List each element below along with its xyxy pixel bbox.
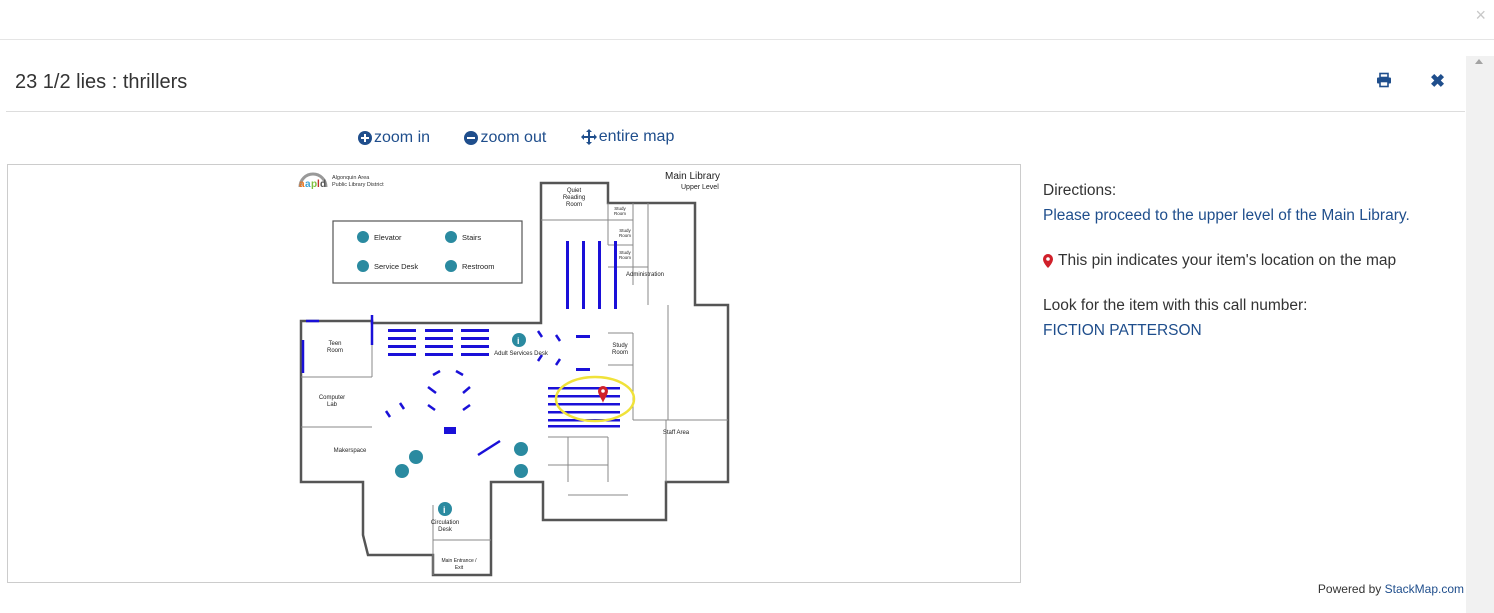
scrollbar[interactable] [1466, 56, 1494, 613]
powered-by-label: Powered by [1317, 582, 1382, 596]
print-icon[interactable] [1376, 72, 1392, 93]
close-icon[interactable]: ✖ [1430, 71, 1446, 91]
svg-text:Room: Room [619, 255, 631, 260]
svg-text:Lab: Lab [327, 402, 338, 408]
zoom-in-button[interactable]: zoom in [358, 129, 430, 147]
restroom-icon [514, 442, 528, 456]
map-legend: Elevator Stairs Service Desk Restroom [332, 220, 523, 284]
call-number-label: Look for the item with this call number: [1043, 297, 1308, 314]
svg-text:Room: Room [566, 202, 582, 208]
pin-note: This pin indicates your item's location … [1043, 248, 1463, 273]
zoom-out-label: zoom out [480, 129, 547, 146]
svg-text:Teen: Teen [328, 341, 341, 347]
svg-text:Desk: Desk [438, 527, 453, 533]
legend-service-desk: Service Desk [374, 262, 418, 271]
call-number-value: FICTION PATTERSON [1043, 322, 1202, 339]
restroom-icon [514, 464, 528, 478]
svg-text:Reading: Reading [563, 195, 585, 201]
service-desk-icon [512, 333, 526, 347]
building-outline [299, 181, 730, 577]
svg-text:Quiet: Quiet [567, 188, 582, 194]
svg-text:Study: Study [619, 250, 631, 255]
svg-text:Adult Services Desk: Adult Services Desk [494, 351, 549, 357]
svg-text:Room: Room [614, 211, 626, 216]
floor-map[interactable]: a a p l d Algonquin Area Public Library … [7, 164, 1021, 583]
entire-map-label: entire map [598, 128, 675, 145]
zoom-toolbar: zoom in zoom out entire map [358, 128, 704, 150]
map-subtitle: Upper Level [681, 184, 719, 191]
svg-text:Administration: Administration [626, 272, 664, 278]
location-highlight [554, 375, 636, 423]
minus-circle-icon [464, 131, 479, 145]
svg-text:Room: Room [619, 233, 631, 238]
svg-text:p: p [311, 179, 317, 190]
directions-label: Directions: [1043, 182, 1117, 199]
page-title: 23 1/2 lies : thrillers [15, 71, 188, 93]
svg-text:Room: Room [327, 348, 343, 354]
svg-text:Makerspace: Makerspace [334, 448, 367, 454]
map-icons: i i [395, 333, 528, 516]
svg-text:Main Entrance /: Main Entrance / [441, 558, 477, 564]
logo-line1: Algonquin Area [332, 175, 370, 181]
map-marker-icon [1043, 253, 1053, 268]
svg-text:Study: Study [619, 228, 631, 233]
pin-note-text: This pin indicates your item's location … [1058, 252, 1397, 269]
stackmap-link[interactable]: StackMap.com [1384, 582, 1464, 596]
svg-text:Study: Study [614, 206, 626, 211]
entire-map-button[interactable]: entire map [580, 128, 675, 146]
logo-line2: Public Library District [332, 182, 384, 188]
zoom-in-label: zoom in [374, 129, 431, 146]
zoom-out-button[interactable]: zoom out [464, 129, 546, 147]
service-desk-icon [438, 502, 452, 516]
elevator-icon [409, 450, 423, 464]
directions-panel: Directions: Please proceed to the upper … [1043, 178, 1463, 363]
modal-header: 23 1/2 lies : thrillers ✖ [6, 56, 1465, 112]
outer-close-icon[interactable]: × [1475, 5, 1486, 25]
svg-text:Circulation: Circulation [431, 520, 459, 526]
plus-circle-icon [358, 131, 372, 145]
svg-text:i: i [443, 505, 446, 515]
location-pin-icon [598, 386, 608, 403]
angled-shelves [301, 315, 562, 457]
legend-elevator: Elevator [374, 233, 402, 242]
legend-restroom: Restroom [462, 262, 495, 271]
svg-text:Exit: Exit [455, 565, 464, 571]
map-title: Main Library [665, 171, 720, 182]
svg-text:a: a [299, 179, 305, 190]
library-logo: a a p l d Algonquin Area Public Library … [298, 172, 384, 190]
scroll-up-icon[interactable] [1475, 59, 1483, 64]
svg-text:d: d [320, 179, 326, 190]
svg-text:Staff Area: Staff Area [663, 430, 690, 436]
svg-text:a: a [305, 179, 311, 190]
map-modal: 23 1/2 lies : thrillers ✖ zoom in zoom o… [6, 56, 1465, 613]
svg-text:Computer: Computer [319, 395, 345, 401]
move-arrows-icon [580, 129, 597, 145]
svg-text:i: i [517, 336, 520, 346]
svg-text:Room: Room [612, 350, 628, 356]
powered-by: Powered by StackMap.com [1318, 582, 1464, 596]
svg-text:l: l [317, 179, 320, 190]
svg-text:Study: Study [612, 343, 627, 349]
legend-stairs: Stairs [462, 233, 481, 242]
directions-value: Please proceed to the upper level of the… [1043, 207, 1410, 224]
stairs-icon [395, 464, 409, 478]
top-bar: × [0, 0, 1494, 40]
